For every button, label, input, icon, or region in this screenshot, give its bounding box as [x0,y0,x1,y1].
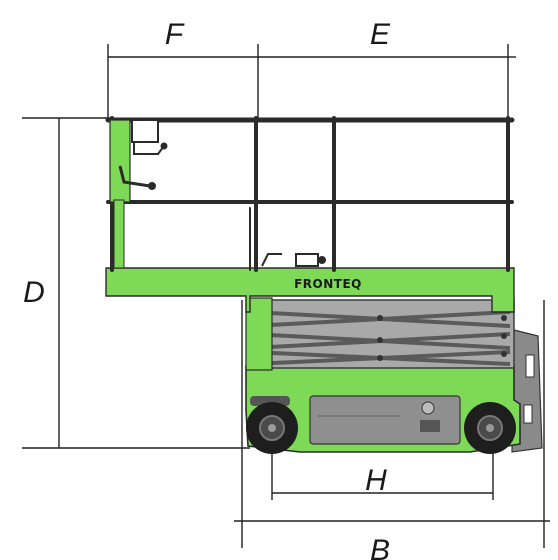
deck-details [261,253,326,267]
scissor-lift: FRONTEQ [105,116,543,454]
dim-label-d: D [23,276,45,309]
front-wheel [246,402,298,454]
rear-wheel [464,402,516,454]
platform-deck: FRONTEQ [105,267,515,313]
chassis [245,365,521,453]
brand-label: FRONTEQ [294,277,362,291]
dim-label-h: H [365,464,387,497]
guardrails [105,116,515,272]
dim-label-b: B [370,534,390,560]
dim-label-f: F [165,18,185,51]
dimension-lines [22,44,550,548]
dim-label-e: E [370,18,391,51]
control-box [118,119,168,190]
scissor-stack [245,297,515,371]
